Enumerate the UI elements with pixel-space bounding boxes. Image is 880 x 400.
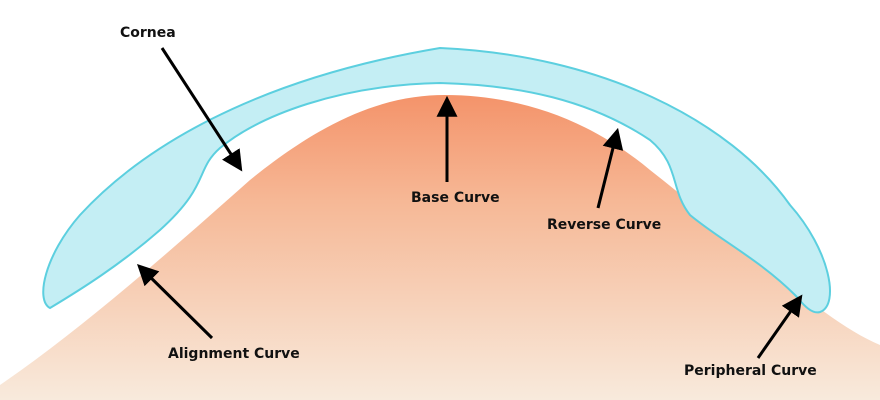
cornea-surface [0,95,880,400]
alignment-curve-label: Alignment Curve [168,346,300,362]
peripheral-curve-arrow [756,294,803,359]
cornea-arrow [160,47,243,172]
reverse-curve-arrow [596,127,624,209]
alignment-curve-arrow [137,264,214,340]
peripheral-curve-label: Peripheral Curve [684,363,817,379]
reverse-curve-label: Reverse Curve [547,217,662,233]
ortho-k-lens [42,46,831,314]
base-curve-label: Base Curve [411,190,500,206]
cornea-label: Cornea [120,25,176,41]
